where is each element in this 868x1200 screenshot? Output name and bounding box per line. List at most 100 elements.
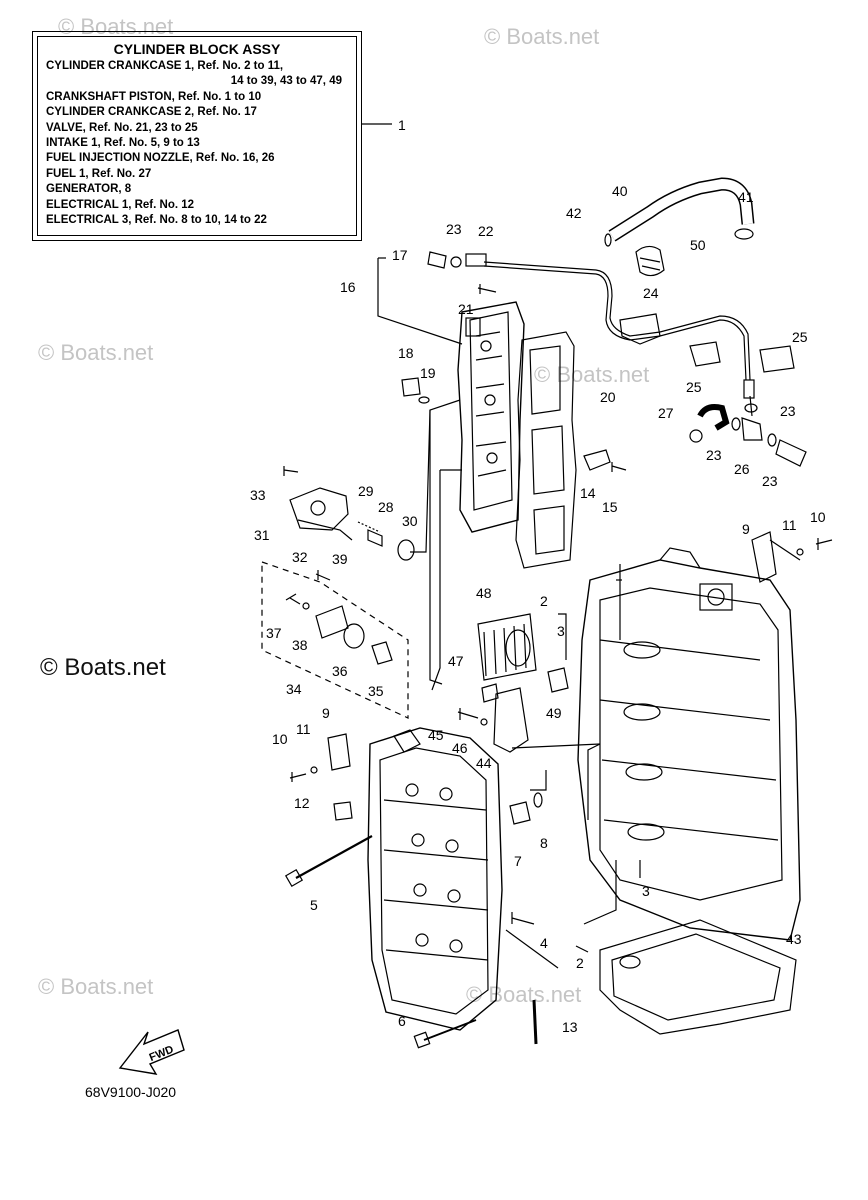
assembly-legend: CYLINDER BLOCK ASSY CYLINDER CRANKCASE 1…	[32, 31, 362, 241]
stud-part	[532, 999, 538, 1045]
callout-23: 23	[706, 447, 722, 463]
bolt-part	[427, 251, 447, 269]
callout-41: 41	[738, 189, 754, 205]
callout-6: 6	[398, 1013, 406, 1029]
callout-17: 17	[392, 247, 408, 263]
callout-49: 49	[546, 705, 562, 721]
legend-line: CYLINDER CRANKCASE 2, Ref. No. 17	[46, 106, 257, 119]
callout-23: 23	[780, 403, 796, 419]
callout-39: 39	[332, 551, 348, 567]
spring-part	[367, 529, 383, 547]
base-gasket-part	[599, 919, 797, 1035]
cylinder-head-part	[457, 301, 525, 533]
callout-31: 31	[254, 527, 270, 543]
legend-line: FUEL 1, Ref. No. 27	[46, 167, 152, 180]
callout-32: 32	[292, 549, 308, 565]
callout-25: 25	[686, 379, 702, 395]
callout-43: 43	[786, 931, 802, 947]
callout-10: 10	[810, 509, 826, 525]
callout-24: 24	[643, 285, 659, 301]
injector-fitting-part	[741, 417, 763, 441]
callout-3: 3	[557, 623, 565, 639]
watermark: © Boats.net	[484, 24, 600, 49]
callout-2: 2	[540, 593, 548, 609]
plug-part	[509, 801, 531, 825]
watermark: © Boats.net	[534, 362, 650, 387]
fitting-part	[371, 641, 393, 665]
watermark: © Boats.net	[58, 14, 174, 39]
oil-filter-part	[477, 613, 537, 681]
callout-9: 9	[322, 705, 330, 721]
callout-47: 47	[448, 653, 464, 669]
plug-part	[401, 377, 421, 397]
clamp-part	[635, 245, 665, 277]
bracket-part	[751, 531, 777, 583]
clip-part	[734, 228, 754, 240]
callout-8: 8	[540, 835, 548, 851]
callout-9: 9	[742, 521, 750, 537]
legend-line: FUEL INJECTION NOZZLE, Ref. No. 16, 26	[46, 152, 275, 165]
clip-part	[759, 345, 795, 373]
callout-15: 15	[602, 499, 618, 515]
callout-35: 35	[368, 683, 384, 699]
callout-27: 27	[658, 405, 674, 421]
nut-part	[689, 429, 703, 443]
callout-23: 23	[446, 221, 462, 237]
callout-13: 13	[562, 1019, 578, 1035]
callout-46: 46	[452, 740, 468, 756]
pipe-end-part	[743, 379, 755, 399]
callout-34: 34	[286, 681, 302, 697]
legend-line: GENERATOR, 8	[46, 183, 132, 196]
adapter-part	[481, 683, 499, 703]
fuel-line	[483, 261, 751, 381]
legend-line: CYLINDER CRANKCASE 1, Ref. No. 2 to 11,	[46, 60, 284, 72]
callout-33: 33	[250, 487, 266, 503]
elbow-part	[697, 404, 730, 431]
callout-20: 20	[600, 389, 616, 405]
callout-26: 26	[734, 461, 750, 477]
callout-19: 19	[420, 365, 436, 381]
plug-part	[465, 253, 487, 267]
clip-part	[619, 313, 661, 345]
pipe-part	[775, 439, 807, 467]
seal-part	[343, 623, 365, 649]
clip-part	[689, 341, 721, 367]
grommet-part	[333, 801, 353, 821]
thermostat-cover-part	[289, 487, 349, 531]
bracket-part	[583, 449, 611, 471]
watermark: © Boats.net	[466, 982, 582, 1007]
legend-line: ELECTRICAL 3, Ref. No. 8 to 10, 14 to 22	[46, 214, 267, 227]
watermark: © Boats.net	[38, 974, 154, 999]
crankcase-part	[367, 727, 503, 1031]
callout-38: 38	[292, 637, 308, 653]
callout-44: 44	[476, 755, 492, 771]
callout-5: 5	[310, 897, 318, 913]
bracket-part	[493, 687, 529, 753]
callout-12: 12	[294, 795, 310, 811]
callout-28: 28	[378, 499, 394, 515]
callout-2: 2	[576, 955, 584, 971]
legend-title: CYLINDER BLOCK ASSY	[113, 41, 281, 57]
callout-48: 48	[476, 585, 492, 601]
callout-10: 10	[272, 731, 288, 747]
watermark-dark: © Boats.net	[40, 654, 166, 681]
callout-16: 16	[340, 279, 356, 295]
hose-part	[608, 177, 755, 242]
callout-23: 23	[762, 473, 778, 489]
thermostat-part	[397, 539, 415, 561]
union-part	[547, 667, 569, 693]
bolt-part	[295, 835, 373, 879]
callout-21: 21	[458, 301, 474, 317]
ring-part	[604, 233, 612, 247]
callout-3: 3	[642, 883, 650, 899]
legend-line: INTAKE 1, Ref. No. 5, 9 to 13	[46, 137, 200, 150]
callout-22: 22	[478, 223, 494, 239]
callout-30: 30	[402, 513, 418, 529]
bracket-part	[327, 733, 351, 771]
watermark: © Boats.net	[38, 340, 154, 365]
forward-arrow-icon: FWD	[118, 1029, 185, 1075]
callout-50: 50	[690, 237, 706, 253]
pump-part	[315, 605, 349, 639]
legend-line: CRANKSHAFT PISTON, Ref. No. 1 to 10	[46, 90, 262, 103]
